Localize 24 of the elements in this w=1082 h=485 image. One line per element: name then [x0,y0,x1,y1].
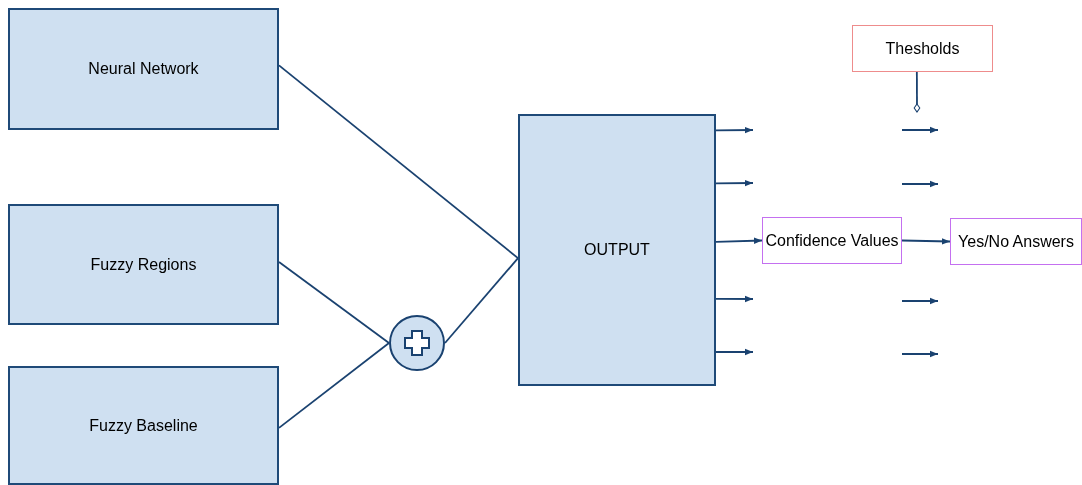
process-box [950,218,1082,265]
arrow [715,237,763,244]
box-label: Confidence Values [765,230,899,251]
box-label: Fuzzy Regions [90,254,197,275]
box-label: Neural Network [88,59,199,79]
process-box [8,204,279,325]
process-box [8,8,279,130]
arrow [901,238,951,245]
arrow [715,179,754,187]
connector-line [278,261,390,344]
connector-line [444,257,519,344]
arrow [715,126,754,134]
box-label: Thesholds [885,38,960,59]
box-label: OUTPUT [584,240,650,260]
process-box [8,366,279,485]
arrow [715,348,754,356]
box-label: Yes/No Answers [958,231,1074,252]
connector-line [278,342,390,429]
process-box [852,25,993,72]
process-box [762,217,902,264]
box-label: Fuzzy Baseline [89,415,198,436]
connector-line [278,64,519,260]
process-box [518,114,716,386]
arrow [715,295,754,303]
